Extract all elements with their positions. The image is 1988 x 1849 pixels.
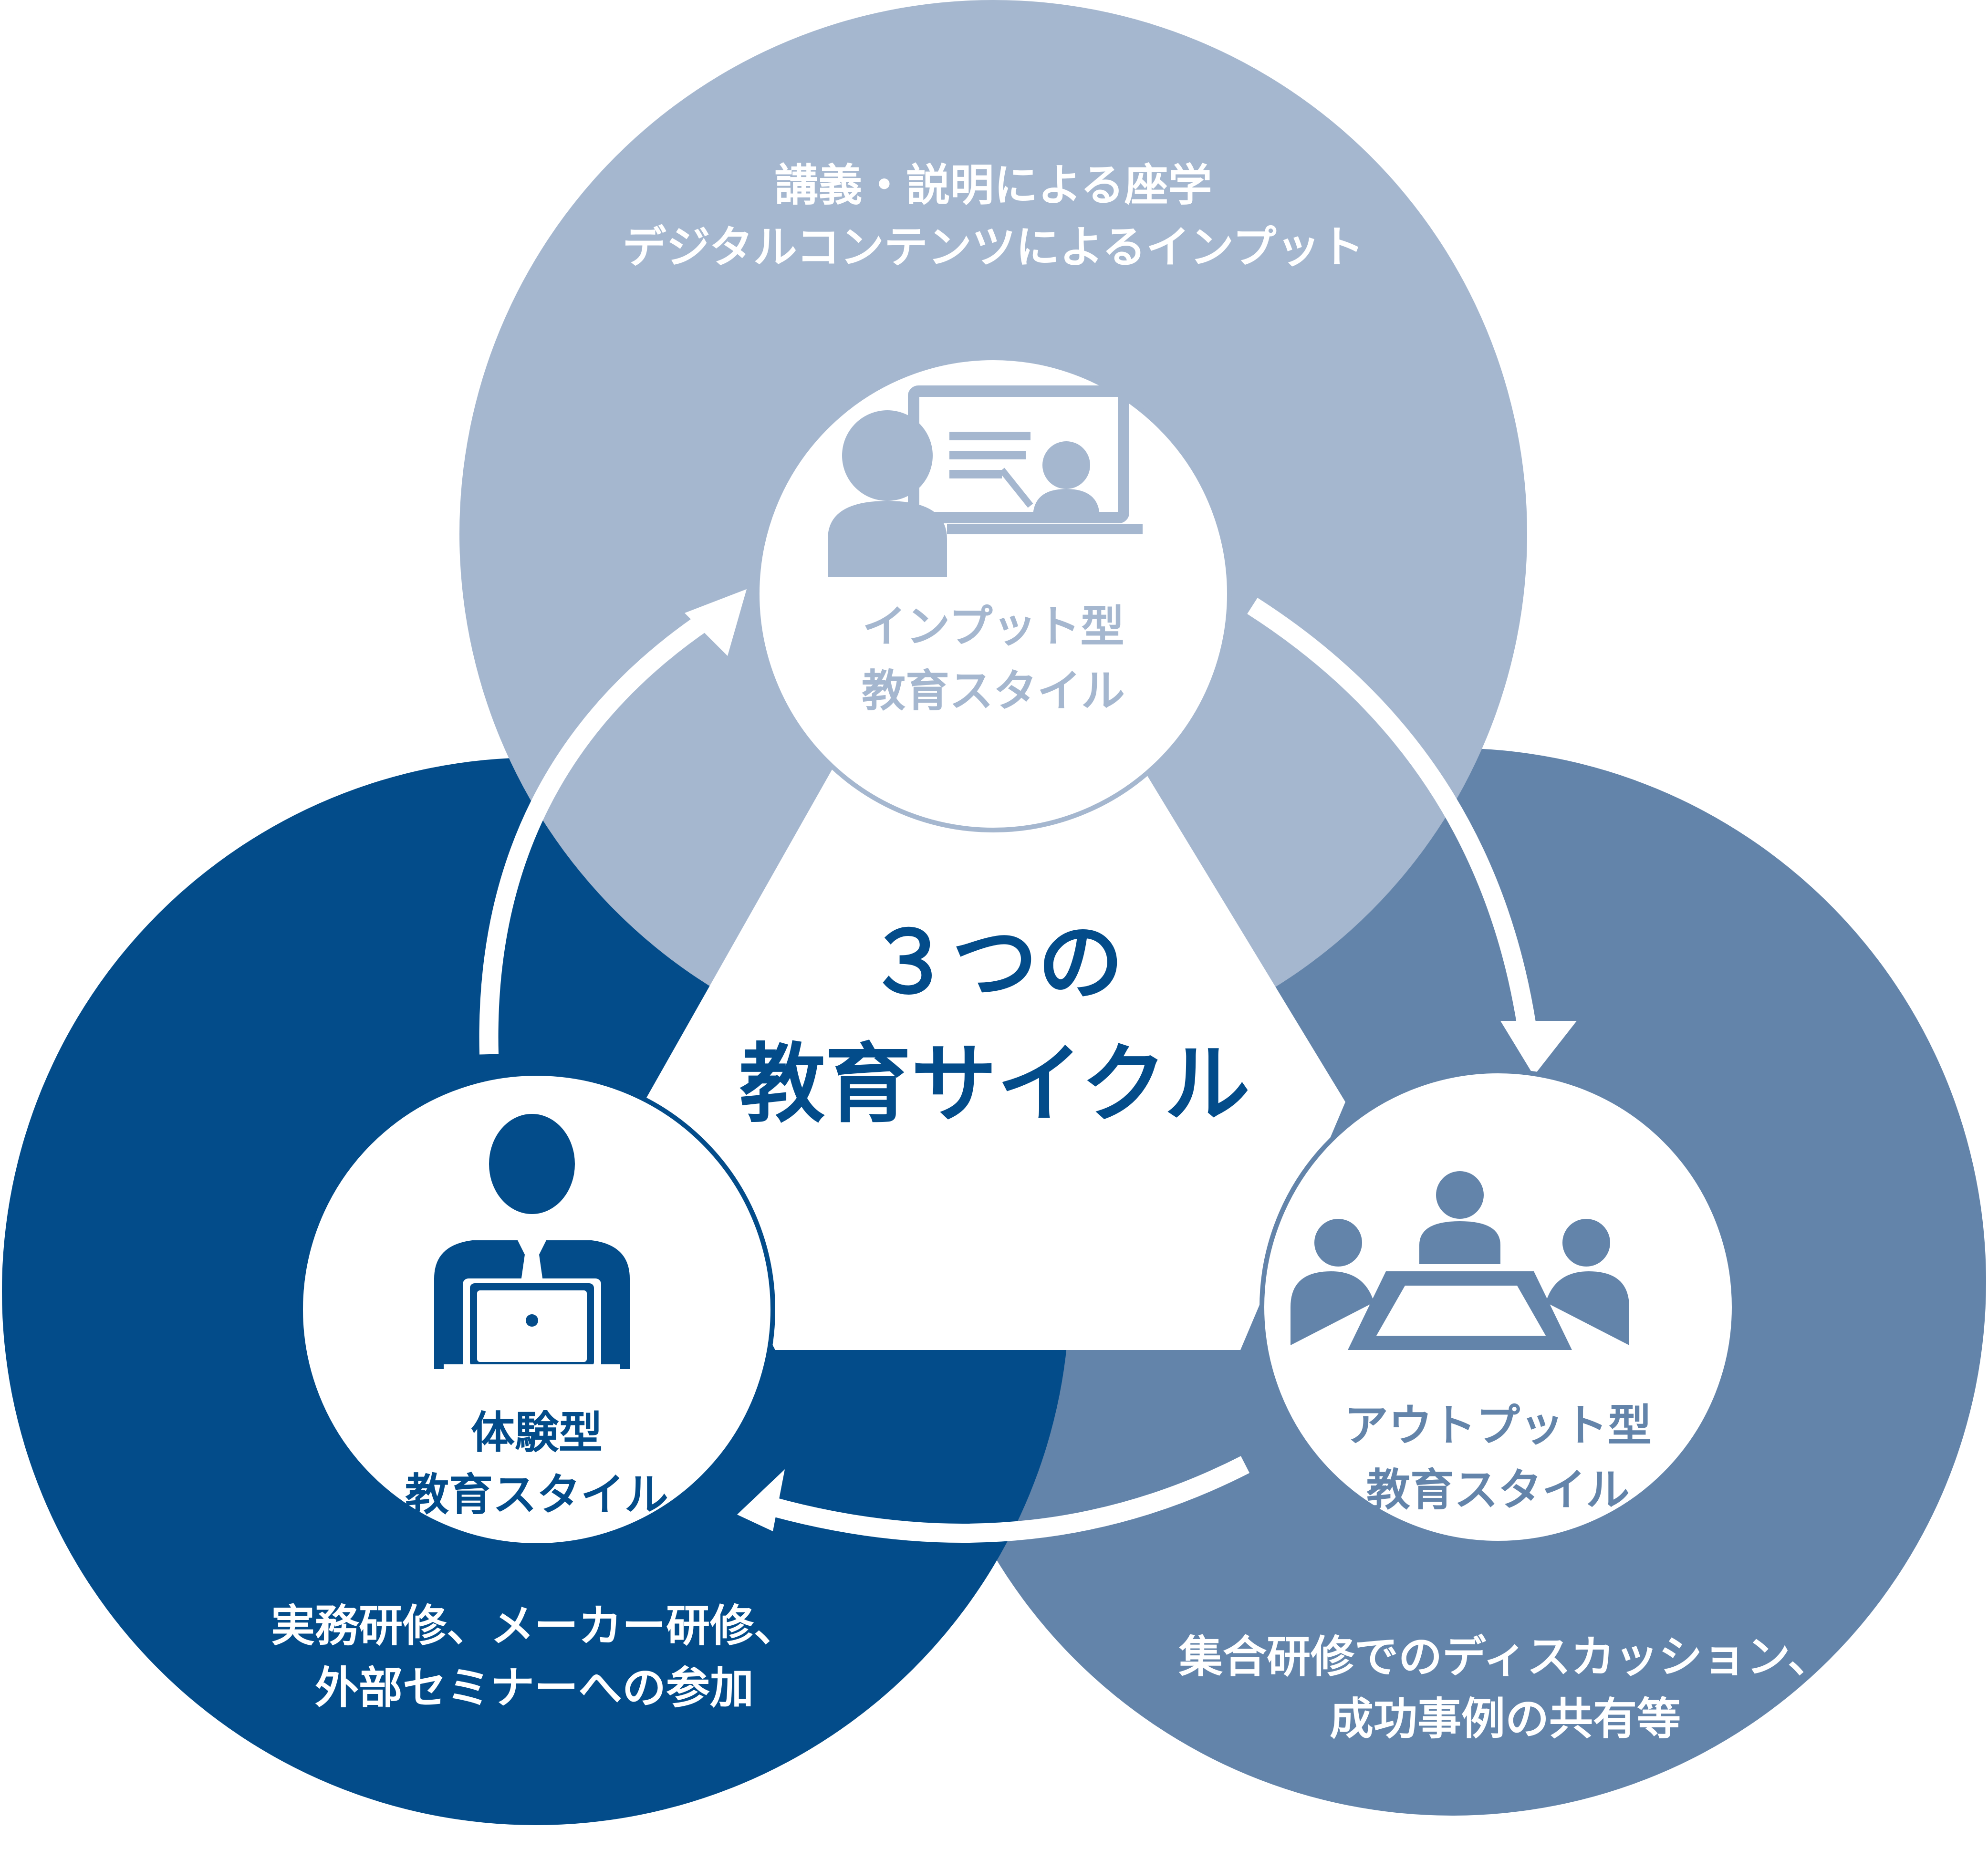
meeting-discussion-icon xyxy=(1291,1171,1629,1350)
arrow-input-to-output xyxy=(1247,598,1536,1028)
center-title-line1: ３つの xyxy=(866,913,1124,1013)
experience-style-name-line1: 体験型 xyxy=(471,1407,603,1458)
arrow-experience-to-input xyxy=(479,612,712,1055)
center-triangle xyxy=(644,701,1345,1350)
arrowhead-up xyxy=(685,589,747,656)
input-description-line2: デジタルコンテンツによるインプット xyxy=(623,222,1364,273)
lecture-presentation-icon xyxy=(828,385,1143,577)
arrowheads xyxy=(685,589,1577,1531)
input-description-line1: 講義・説明による座学 xyxy=(774,160,1212,211)
experience-description-line2: 外部セミナーへの参加 xyxy=(315,1662,754,1714)
experience-description-line1: 実務研修、メーカー研修、 xyxy=(271,1600,798,1652)
output-description-line2: 成功事例の共有等 xyxy=(1330,1693,1681,1745)
experience-style-name-line2: 教育スタイル xyxy=(405,1469,668,1520)
output-style-name-line1: アウトプット型 xyxy=(1344,1400,1652,1451)
cycle-arrows xyxy=(479,598,1536,1543)
center-title-line2: 教育サイクル xyxy=(739,1035,1250,1134)
arrowhead-down xyxy=(1500,1021,1577,1076)
input-style-name-line2: 教育スタイル xyxy=(862,665,1125,717)
output-style-name-line2: 教育スタイル xyxy=(1366,1465,1630,1516)
person-laptop-icon xyxy=(434,1114,630,1373)
arrowhead-left xyxy=(737,1469,785,1531)
input-style-name-line1: インプット型 xyxy=(862,601,1124,652)
input-node xyxy=(755,355,1232,832)
arrow-output-to-experience xyxy=(756,1456,1250,1543)
output-description-line1: 集合研修でのディスカッション、 xyxy=(1178,1631,1832,1683)
